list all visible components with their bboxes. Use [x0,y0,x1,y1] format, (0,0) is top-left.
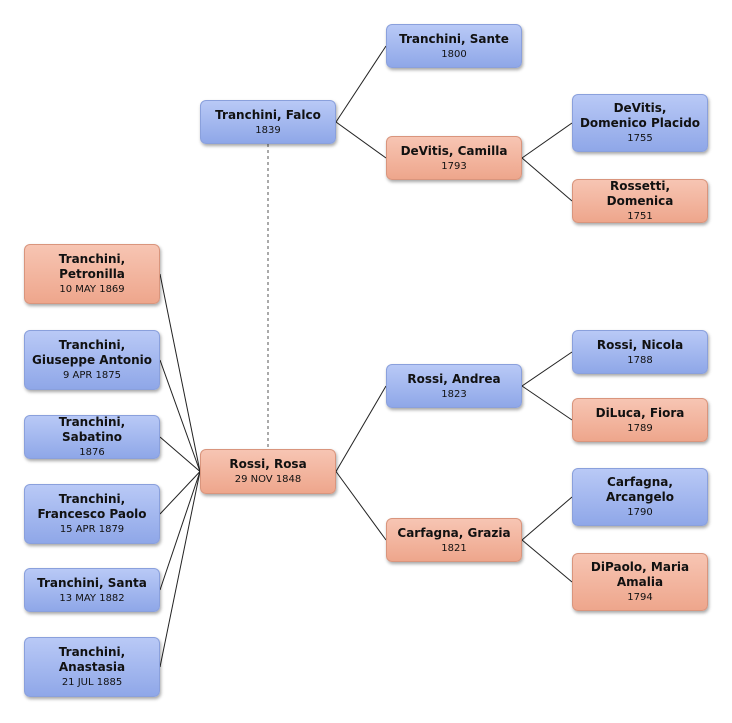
person-date: 1800 [441,48,467,60]
person-name: Rossi, Nicola [596,337,684,352]
parent-link-line [335,45,387,123]
person-date: 1823 [441,388,467,400]
parent-link-line [521,351,573,387]
person-name: Tranchini, Anastasia [58,645,126,674]
parent-link-line [521,496,573,541]
parent-link-line [521,539,573,583]
person-name: DiPaolo, Maria Amalia [590,560,690,589]
person-name: Carfagna, Grazia [397,525,511,540]
child-link-line [159,436,201,472]
person-date: 10 MAY 1869 [59,284,125,295]
child-link-line [159,471,201,515]
person-name: Tranchini, Santa [37,575,147,590]
parent-link-line [335,385,387,472]
person-date: 1839 [255,124,281,136]
person-card-domenico[interactable]: DeVitis, Domenico Placido 1755 [572,94,708,152]
parent-link-line [521,122,573,159]
person-card-francesco[interactable]: Tranchini, Francesco Paolo 15 APR 1879 [24,484,160,544]
child-link-line [159,471,201,591]
person-name: Tranchini, Falco [215,107,321,122]
child-link-line [159,273,201,472]
person-date: 9 APR 1875 [63,370,121,381]
person-name: DeVitis, Camilla [400,143,508,158]
person-name: Rossi, Rosa [229,457,307,471]
person-card-amalia[interactable]: DiPaolo, Maria Amalia 1794 [572,553,708,611]
person-date: 1755 [627,133,653,144]
person-date: 1794 [627,592,653,603]
person-name: Carfagna, Arcangelo [605,475,675,504]
person-date: 1751 [627,211,653,222]
person-card-santa[interactable]: Tranchini, Santa 13 MAY 1882 [24,568,160,612]
person-date: 1790 [627,507,653,518]
person-date: 1789 [627,422,653,434]
person-card-grazia[interactable]: Carfagna, Grazia 1821 [386,518,522,562]
person-date: 1876 [79,447,105,458]
parent-link-line [521,157,573,202]
person-card-sabatino[interactable]: Tranchini, Sabatino 1876 [24,415,160,459]
person-date: 13 MAY 1882 [59,592,125,604]
person-name: DeVitis, Domenico Placido [579,101,701,130]
parent-link-line [521,385,573,421]
person-name: Tranchini, Giuseppe Antonio [32,338,152,367]
person-name: DiLuca, Fiora [595,405,685,420]
person-card-arcangelo[interactable]: Carfagna, Arcangelo 1790 [572,468,708,526]
child-link-line [159,359,201,472]
person-card-giuseppe[interactable]: Tranchini, Giuseppe Antonio 9 APR 1875 [24,330,160,390]
person-card-fiora[interactable]: DiLuca, Fiora 1789 [572,398,708,442]
person-date: 15 APR 1879 [59,524,125,535]
person-name: Tranchini, Sante [399,31,509,46]
person-card-nicola[interactable]: Rossi, Nicola 1788 [572,330,708,374]
person-card-falco[interactable]: Tranchini, Falco 1839 [200,100,336,144]
person-card-camilla[interactable]: DeVitis, Camilla 1793 [386,136,522,180]
person-date: 29 NOV 1848 [234,474,302,485]
person-name: Tranchini, Petronilla [58,252,126,281]
person-date: 1788 [627,354,653,366]
person-card-petronilla[interactable]: Tranchini, Petronilla 10 MAY 1869 [24,244,160,304]
person-date: 1821 [441,542,467,554]
person-name: Rossi, Andrea [407,371,501,386]
parent-link-line [335,121,387,159]
person-card-andrea[interactable]: Rossi, Andrea 1823 [386,364,522,408]
person-name: Tranchini, Francesco Paolo [37,492,147,521]
person-date: 21 JUL 1885 [61,677,123,688]
person-name: Rossetti, Domenica [606,179,674,208]
person-card-sante[interactable]: Tranchini, Sante 1800 [386,24,522,68]
person-card-anastasia[interactable]: Tranchini, Anastasia 21 JUL 1885 [24,637,160,697]
parent-link-line [335,471,387,541]
person-card-rosa[interactable]: Rossi, Rosa 29 NOV 1848 [200,449,336,494]
person-name: Tranchini, Sabatino [58,415,126,444]
person-date: 1793 [441,160,467,172]
child-link-line [159,471,201,668]
person-card-domenica[interactable]: Rossetti, Domenica 1751 [572,179,708,223]
